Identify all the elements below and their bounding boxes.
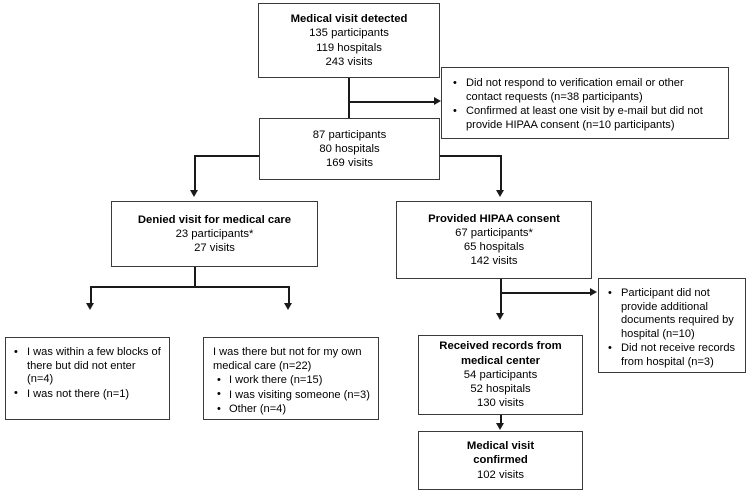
reasons-left-list: I was within a few blocks of there but d… [14, 346, 163, 402]
connector-eligible-right-h [436, 155, 502, 157]
node-title: Denied visit for medical care [137, 213, 292, 226]
list-item: Other (n=4) [217, 403, 372, 417]
list-item: I was within a few blocks of there but d… [14, 346, 163, 387]
excluded-top-list: Did not respond to verification email or… [453, 76, 719, 133]
node-line-1: 102 visits [476, 468, 525, 481]
node-line-2: 27 visits [194, 242, 235, 255]
node-line-1: 67 participants* [455, 226, 533, 239]
connector-eligible-right-v [500, 155, 502, 192]
arrowhead-to-excluded-records [590, 288, 597, 297]
node-received-records: Received records from medical center 54 … [418, 335, 583, 415]
list-item: Did not respond to verification email or… [453, 76, 719, 104]
node-line-3: 243 visits [325, 55, 373, 68]
list-item: Participant did not provide additional d… [608, 286, 739, 341]
node-line-2: 119 hospitals [316, 41, 382, 54]
node-line-1: 135 participants [309, 27, 389, 40]
list-item: I work there (n=15) [217, 374, 372, 388]
list-item: Confirmed at least one visit by e-mail b… [453, 105, 719, 132]
arrowhead-to-excluded-top [434, 97, 441, 106]
node-line-3: 142 visits [470, 255, 518, 268]
connector-denied-trunk [194, 267, 196, 287]
node-line-2: 80 hospitals [319, 142, 380, 155]
arrowhead-to-denied [189, 190, 198, 197]
list-item: I was not there (n=1) [14, 387, 163, 402]
list-item: Did not receive records from hospital (n… [608, 342, 739, 369]
connector-consent-to-records [500, 279, 502, 315]
node-eligible-participants: 87 participants 80 hospitals 169 visits [259, 118, 440, 180]
node-line-3: 130 visits [476, 397, 525, 410]
connector-eligible-left-v [194, 155, 196, 192]
node-line-3: 169 visits [325, 157, 374, 170]
connector-detected-to-excluded-h [348, 101, 436, 103]
reasons-right-sublist: I work there (n=15) I was visiting someo… [213, 374, 372, 418]
connector-eligible-left-h [194, 155, 260, 157]
node-medical-visit-detected: Medical visit detected 135 participants … [258, 3, 440, 78]
node-excluded-records: Participant did not provide additional d… [598, 278, 746, 373]
node-reasons-right: I was there but not for my own medical c… [203, 337, 379, 420]
node-denied-visit: Denied visit for medical care 23 partici… [111, 201, 318, 267]
connector-denied-left-v [90, 286, 92, 305]
connector-denied-right-v [288, 286, 290, 305]
node-title-line-2: medical center [460, 354, 541, 367]
connector-detected-to-eligible [348, 77, 350, 118]
node-reasons-left: I was within a few blocks of there but d… [5, 337, 170, 420]
node-line-2: 52 hospitals [470, 383, 531, 396]
node-title-line-1: Received records from [439, 340, 562, 353]
node-title-line-1: Medical visit [466, 440, 535, 453]
arrowhead-to-confirmed [496, 423, 505, 430]
list-lead: I was there but not for my own medical c… [213, 346, 362, 372]
node-excluded-top: Did not respond to verification email or… [441, 67, 729, 139]
node-title-line-2: confirmed [473, 454, 528, 467]
node-line-1: 23 participants* [175, 227, 254, 240]
node-title: Provided HIPAA consent [428, 212, 560, 225]
node-title: Medical visit detected [290, 13, 408, 26]
node-provided-hipaa-consent: Provided HIPAA consent 67 participants* … [396, 201, 592, 279]
node-medical-visit-confirmed: Medical visit confirmed 102 visits [418, 431, 583, 490]
arrowhead-to-reasons-right [284, 303, 293, 310]
arrowhead-to-reasons-left [85, 303, 94, 310]
reasons-right-list: I was there but not for my own medical c… [213, 346, 372, 374]
list-item: I was visiting someone (n=3) [217, 388, 372, 403]
node-line-1: 87 participants [312, 128, 387, 141]
excluded-records-list: Participant did not provide additional d… [608, 286, 739, 371]
connector-denied-split-h [90, 286, 290, 288]
node-line-1: 54 participants [463, 368, 538, 381]
arrowhead-to-records [496, 313, 505, 320]
connector-consent-to-excluded-h [500, 292, 593, 294]
arrowhead-to-consent [496, 190, 505, 197]
node-line-2: 65 hospitals [463, 241, 525, 253]
